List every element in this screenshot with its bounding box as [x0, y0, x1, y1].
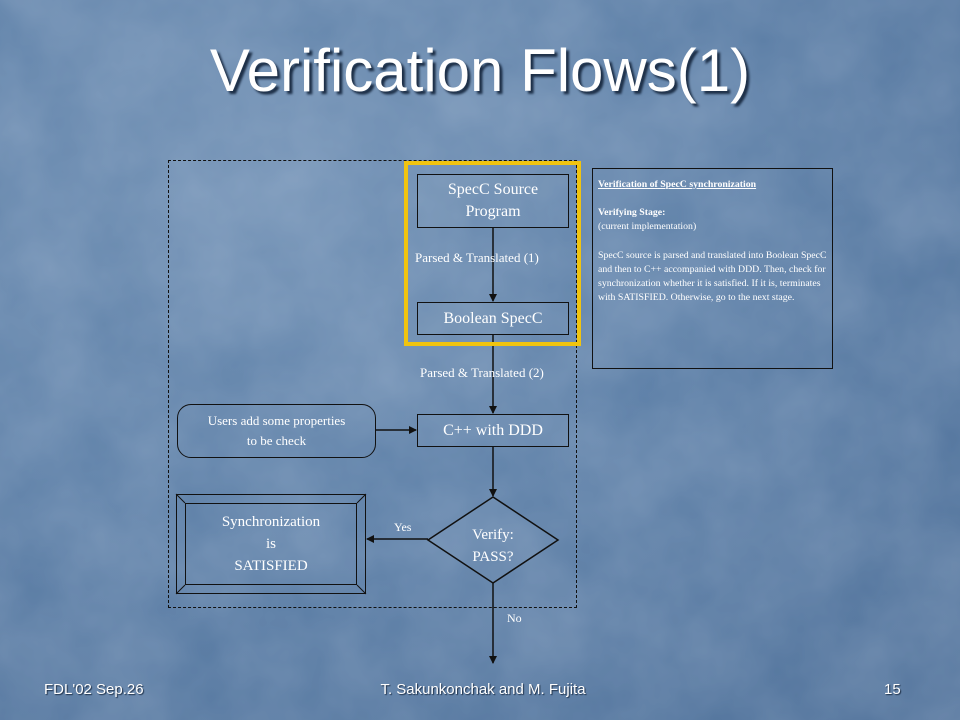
footer-conference: FDL'02 Sep.26 — [44, 681, 144, 698]
sync-line1: Synchronization — [221, 514, 321, 530]
footer-page-number: 15 — [884, 681, 901, 698]
sync-line2: is — [265, 536, 276, 552]
users-properties-box: Users add some properties to be check — [177, 404, 376, 458]
specc-source-line1: SpecC Source — [447, 181, 539, 198]
note-body: SpecC source is parsed and translated in… — [598, 249, 827, 304]
decision-line1: Verify: — [472, 527, 514, 543]
users-properties-line1: Users add some properties — [207, 413, 346, 428]
note-heading: Verification of SpecC synchronization — [598, 179, 757, 190]
footer-authors: T. Sakunkonchak and M. Fujita — [380, 681, 586, 698]
note-stage: Verifying Stage: — [598, 207, 666, 219]
no-label: No — [507, 611, 522, 625]
cpp-ddd-label: C++ with DDD — [443, 421, 543, 439]
specc-source-box: SpecC Source Program — [417, 174, 569, 228]
note-implementation: (current implementation) — [598, 221, 697, 233]
decision-label: Verify: PASS? — [428, 524, 558, 568]
decision-line2: PASS? — [472, 549, 514, 565]
sync-line3: SATISFIED — [234, 558, 308, 574]
sync-satisfied-outer-frame — [176, 494, 366, 594]
yes-label: Yes — [394, 520, 412, 534]
specc-source-line2: Program — [465, 203, 521, 220]
parsed-translated-2-label: Parsed & Translated (2) — [420, 365, 544, 380]
highlight-frame — [404, 161, 581, 346]
cpp-ddd-box: C++ with DDD — [417, 414, 569, 447]
slide-title: Verification Flows(1) — [209, 37, 751, 104]
sync-satisfied-box: Synchronization is SATISFIED — [185, 503, 357, 585]
boolean-specc-label: Boolean SpecC — [443, 309, 543, 327]
dashed-verification-region — [168, 160, 577, 608]
boolean-specc-box: Boolean SpecC — [417, 302, 569, 335]
users-properties-line2: to be check — [246, 433, 307, 448]
parsed-translated-1-label: Parsed & Translated (1) — [415, 250, 539, 265]
verification-note-box: Verification of SpecC synchronization Ve… — [592, 168, 833, 369]
